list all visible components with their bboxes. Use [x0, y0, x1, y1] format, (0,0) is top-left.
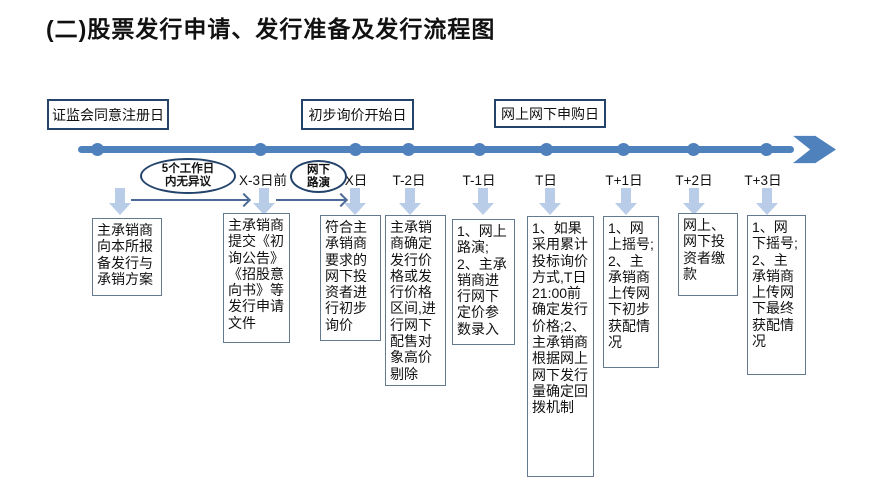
milestone-label: 网上网下申购日 [501, 105, 599, 122]
flow-arrow-down-icon [472, 188, 494, 215]
timeline-dot [349, 143, 362, 156]
process-box-online-lottery: 1、网上摇号;2、主承销商上传网下初步获配情况 [603, 216, 659, 368]
timeline-dot [760, 143, 773, 156]
flow-arrow-down-icon [109, 188, 131, 215]
flow-arrow-down-icon [615, 188, 637, 215]
flow-arrow-down-icon [539, 188, 561, 215]
process-box-offline-lottery: 1、网下摇号;2、主承销商上传网下最终获配情况 [747, 215, 806, 375]
timeline-dot [473, 143, 486, 156]
flow-arrow-down-icon [399, 188, 421, 215]
timeline-dot [617, 143, 630, 156]
timeline-label: T-2日 [392, 173, 426, 188]
timeline-dot [687, 143, 700, 156]
timeline-dot [254, 143, 267, 156]
timeline-label: X-3日前 [238, 173, 288, 188]
milestone-box-inquiry-start: 初步询价开始日 [301, 99, 414, 130]
timeline-arrow-head-icon [793, 135, 836, 164]
process-box-investor-payment: 网上、网下投资者缴款 [678, 213, 738, 296]
flow-arrow-down-icon [253, 188, 275, 215]
process-box-online-roadshow: 1、网上路演;2、主承销商进行网下定价参数录入 [452, 219, 515, 345]
annotation-line: 网下 [307, 163, 330, 176]
timeline-dot [91, 143, 104, 156]
milestone-label: 证监会同意注册日 [52, 106, 164, 123]
timeline-label: X日 [344, 173, 368, 188]
timeline-label: T日 [535, 173, 557, 188]
annotation-line: 内无异议 [165, 176, 211, 188]
flow-arrow-right-icon [131, 199, 248, 201]
flow-arrow-down-icon [344, 188, 366, 215]
timeline-label: T+3日 [744, 173, 782, 188]
flow-arrow-down-icon [683, 188, 705, 215]
timeline-label: T+1日 [605, 173, 643, 188]
timeline-bar [78, 146, 794, 153]
flow-arrow-right-icon [276, 199, 345, 201]
timeline-dot [540, 143, 553, 156]
milestone-box-subscription: 网上网下申购日 [494, 99, 606, 128]
annotation-ellipse-offline-roadshow: 网下 路演 [290, 160, 347, 193]
page-title: (二)股票发行申请、发行准备及发行流程图 [46, 16, 496, 42]
annotation-line: 路演 [307, 176, 330, 189]
process-box-report-plan: 主承销商向本所报备发行与承销方案 [92, 218, 162, 296]
process-box-bookbuilding-clawback: 1、如果采用累计投标询价方式,T日21:00前确定发行价格;2、主承销商根据网上… [527, 216, 594, 477]
process-box-price-determination: 主承销商确定发行价格或发行价格区间,进行网下配售对象高价剔除 [385, 215, 446, 386]
annotation-ellipse-no-objection: 5个工作日 内无异议 [140, 158, 236, 194]
process-box-submit-documents: 主承销商提交《初询公告》《招股意向书》等发行申请文件 [223, 213, 290, 343]
timeline-label: T+2日 [675, 173, 713, 188]
process-box-preliminary-inquiry: 符合主承销商要求的网下投资者进行初步询价 [320, 215, 381, 341]
timeline-dot [402, 143, 415, 156]
flow-arrow-down-icon [756, 188, 778, 215]
annotation-line: 5个工作日 [161, 163, 215, 175]
milestone-label: 初步询价开始日 [308, 106, 407, 123]
timeline-label: T-1日 [462, 173, 496, 188]
milestone-box-registration: 证监会同意注册日 [47, 99, 169, 130]
